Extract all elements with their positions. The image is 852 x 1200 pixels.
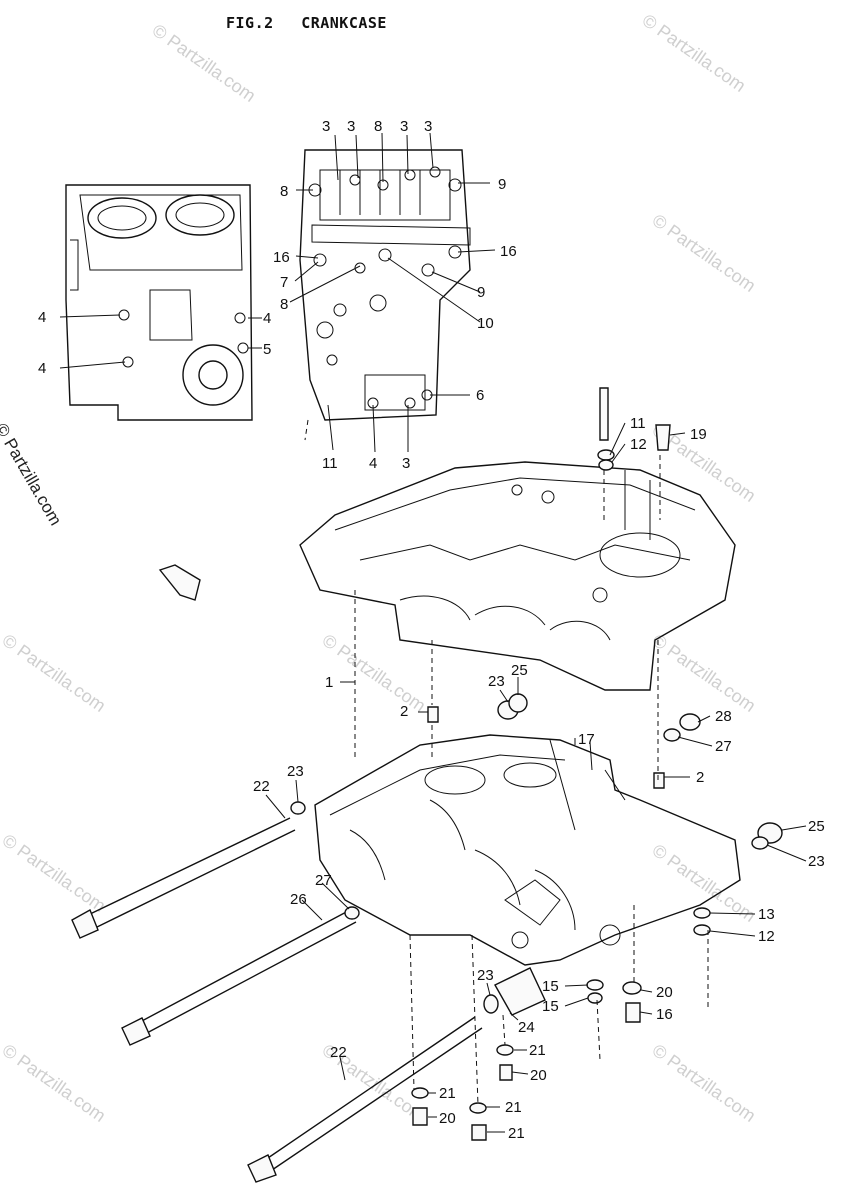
callout-4: 4 [38, 360, 46, 377]
callout-3: 3 [402, 455, 410, 472]
figure-title: FIG.2 CRANKCASE [226, 14, 405, 32]
callout-16: 16 [656, 1006, 673, 1023]
callout-5: 5 [263, 341, 271, 358]
callout-27: 27 [315, 872, 332, 889]
callout-labels: 3 3 8 3 3 8 9 16 16 7 8 9 10 6 11 4 3 4 … [38, 118, 825, 1142]
callout-20: 20 [439, 1110, 456, 1127]
callout-16: 17 [578, 731, 595, 748]
figure-name: CRANKCASE [301, 14, 387, 32]
callout-2: 2 [400, 703, 408, 720]
callout-11: 12 [758, 928, 775, 945]
callout-25: 25 [511, 662, 528, 679]
front-arrow-icon [158, 564, 201, 601]
callout-3: 3 [424, 118, 432, 135]
callout-3: 3 [400, 118, 408, 135]
callout-10: 11 [322, 455, 338, 472]
callout-19: 20 [656, 984, 673, 1001]
callout-26: 26 [290, 891, 307, 908]
callout-23: 23 [808, 853, 825, 870]
callout-9: 10 [477, 315, 494, 332]
callout-22: 22 [253, 778, 270, 795]
callout-8: 8 [374, 118, 382, 135]
callout-15: 16 [273, 249, 290, 266]
callout-2: 2 [696, 769, 704, 786]
callout-7: 7 [280, 274, 288, 291]
callout-4: 4 [38, 309, 46, 326]
callout-1: 1 [325, 674, 333, 691]
callout-7: 8 [280, 296, 288, 313]
callout-11: 11 [630, 415, 646, 432]
callout-13: 15 [542, 998, 559, 1015]
callout-14: 15 [542, 978, 559, 995]
callout-3: 3 [322, 118, 330, 135]
callout-23: 23 [477, 967, 494, 984]
callout-21: 21 [529, 1042, 546, 1059]
through-bolts [71, 817, 483, 1183]
callout-12: 13 [758, 906, 775, 923]
callout-23: 23 [287, 763, 304, 780]
callout-9: 9 [477, 284, 485, 301]
callout-4: 4 [369, 455, 377, 472]
callout-22: 22 [330, 1044, 347, 1061]
callout-8: 9 [498, 176, 506, 193]
callout-28: 28 [715, 708, 732, 725]
callout-4: 4 [263, 310, 271, 327]
lower-case-bottom-view [299, 149, 471, 421]
callout-12: 12 [630, 436, 647, 453]
hardware [290, 387, 783, 1141]
callout-27: 27 [715, 738, 732, 755]
callout-23: 23 [488, 673, 505, 690]
callout-3: 3 [347, 118, 355, 135]
leader-lines [59, 132, 807, 1133]
callout-8: 8 [280, 183, 288, 200]
lower-crankcase [314, 734, 741, 966]
callout-21: 21 [439, 1085, 456, 1102]
figure-number: FIG.2 [226, 14, 274, 32]
callout-20: 21 [508, 1125, 525, 1142]
upper-case-top-view [65, 184, 253, 421]
callout-17: 19 [690, 426, 707, 443]
callout-21: 21 [505, 1099, 522, 1116]
callout-6: 6 [476, 387, 484, 404]
callout-24: 24 [518, 1019, 535, 1036]
callout-25: 25 [808, 818, 825, 835]
callout-20: 20 [530, 1067, 547, 1084]
upper-crankcase [299, 461, 736, 691]
assembly-lines [304, 419, 709, 1106]
callout-15: 16 [500, 243, 517, 260]
